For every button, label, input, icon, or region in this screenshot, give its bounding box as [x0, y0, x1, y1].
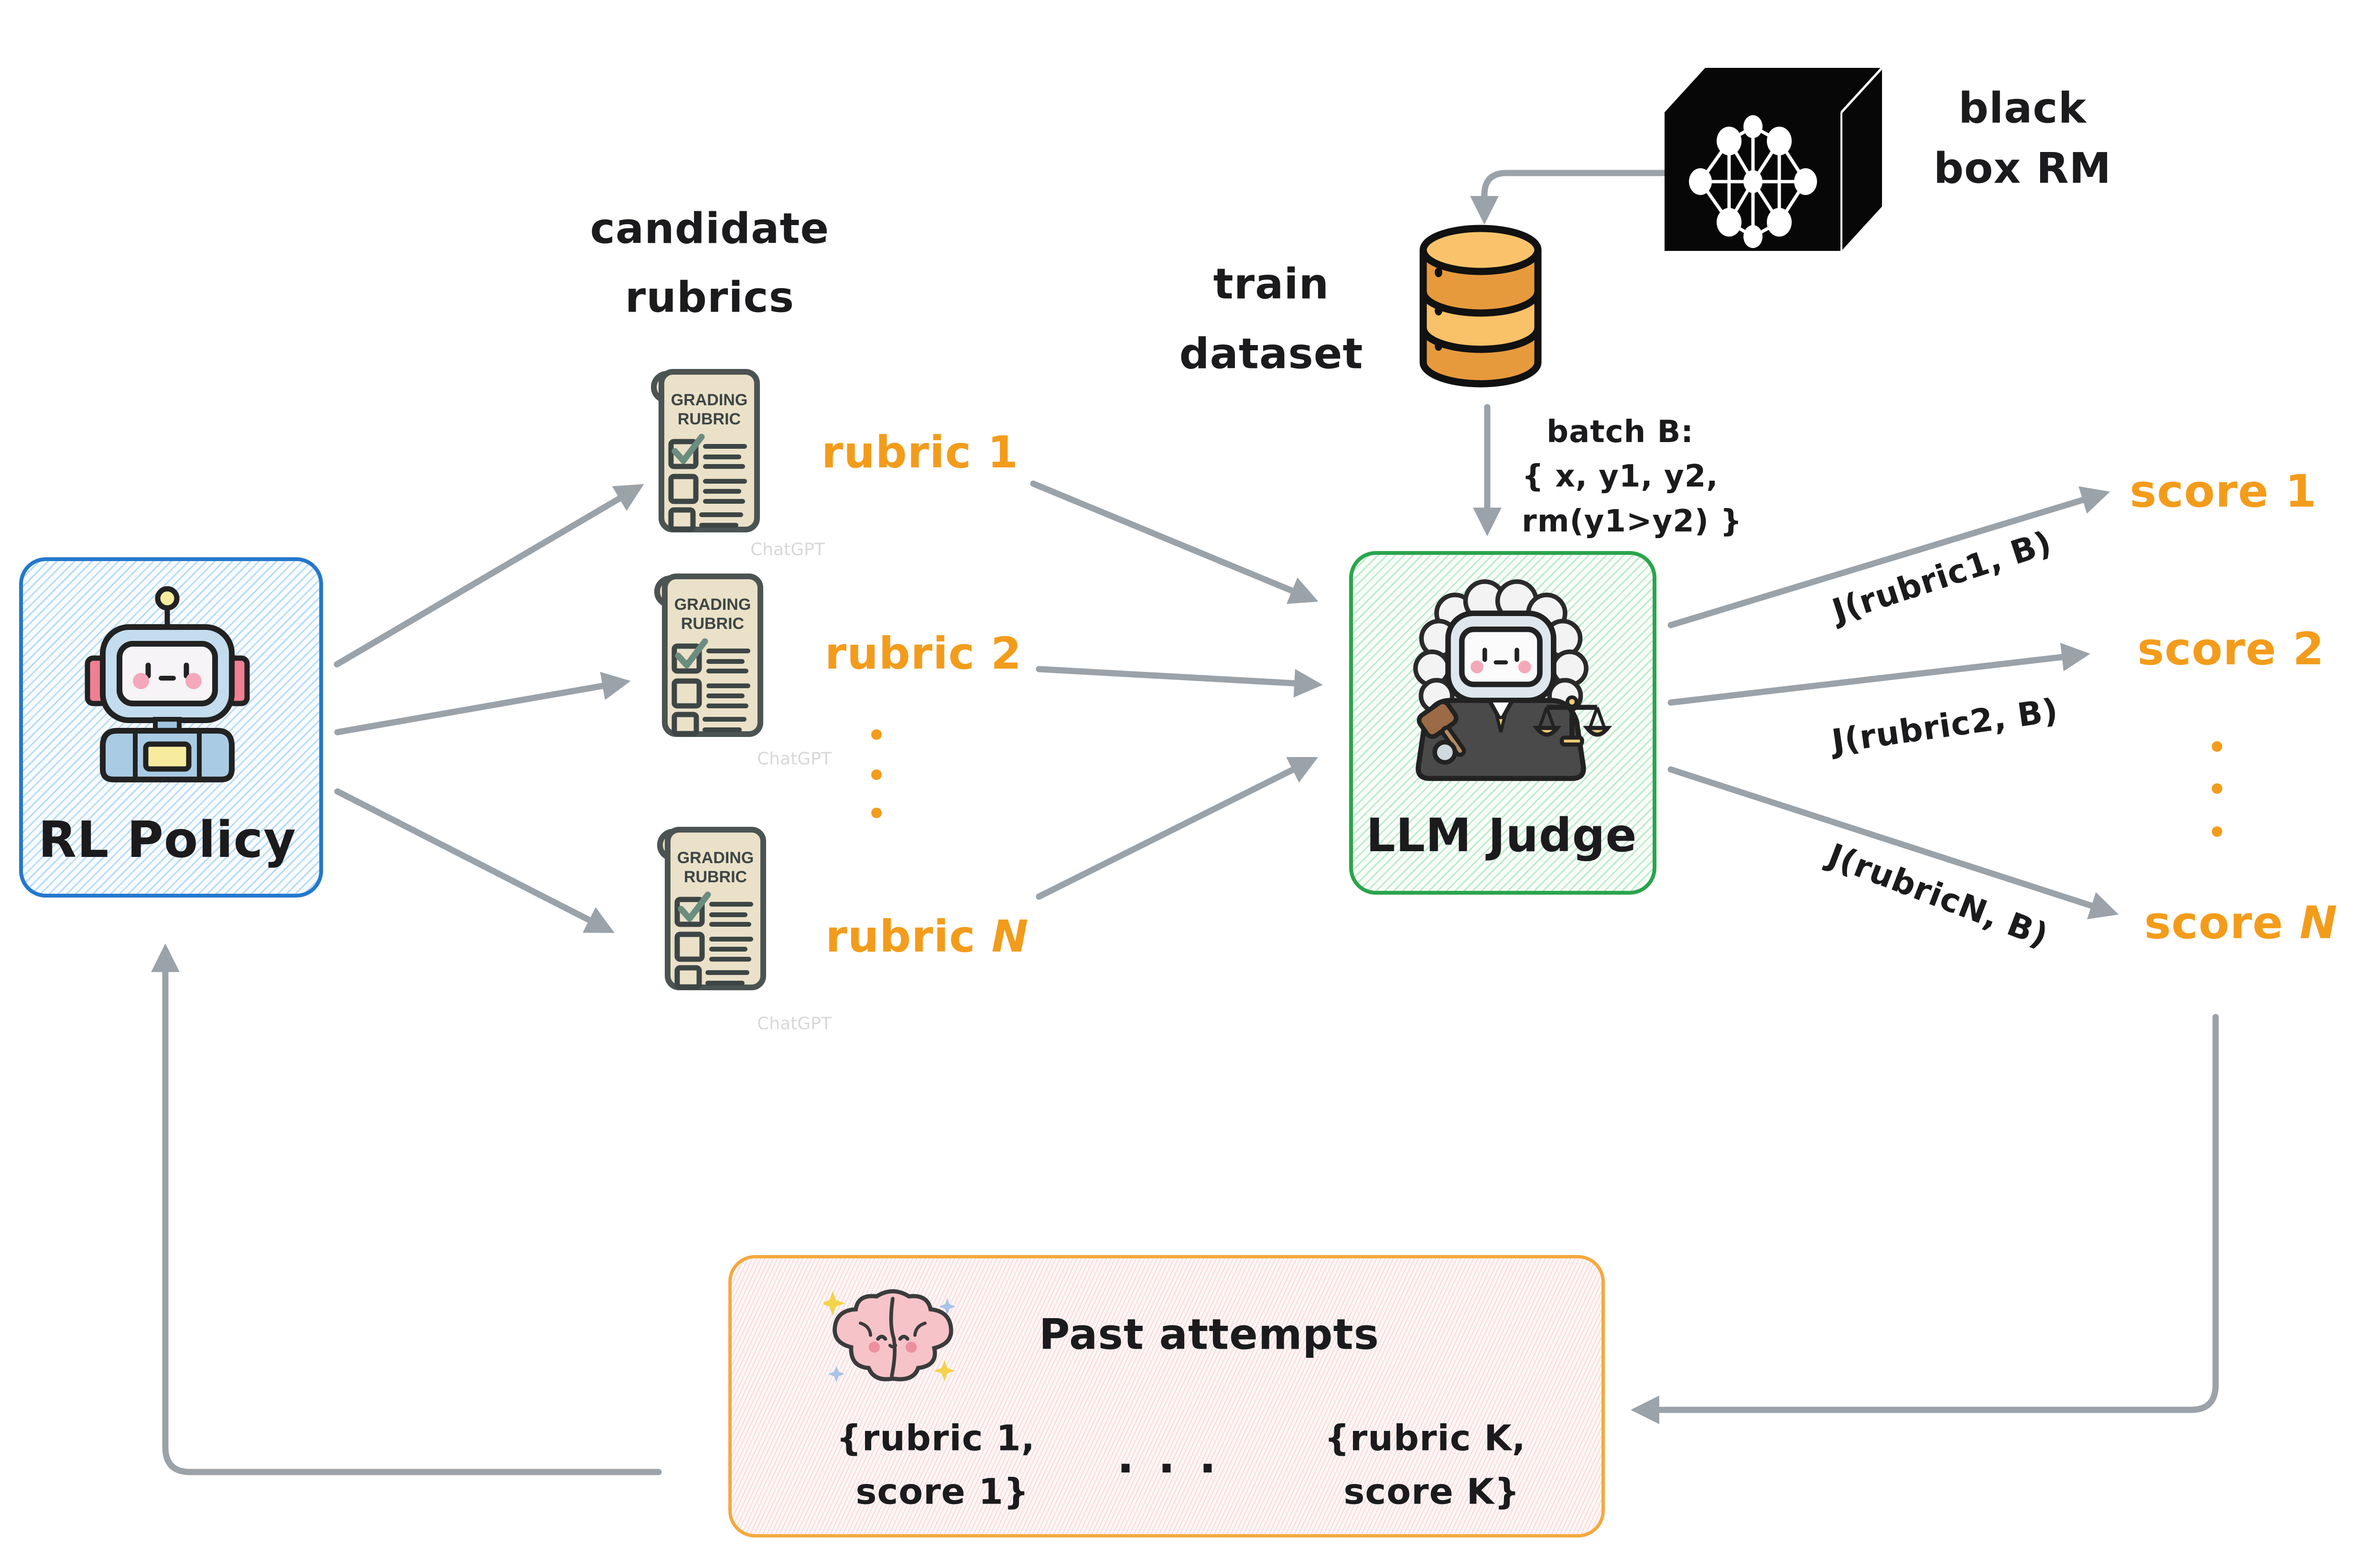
rubric-ellipsis-dot — [871, 808, 882, 818]
train-dataset-label-line2: dataset — [1179, 329, 1363, 379]
batch-label-line3: rm(y1>y2) } — [1522, 504, 1742, 540]
arrow-rl-to-rubricN — [334, 788, 615, 933]
grading-rubric-icon: GRADING RUBRIC — [654, 574, 763, 737]
batch-label-line1: batch B: — [1547, 414, 1694, 450]
train-dataset-label-line1: train — [1213, 259, 1330, 309]
candidate-rubrics-title-line1: candidate — [590, 204, 830, 253]
scales-glyph — [1532, 695, 1612, 747]
score-ellipsis-dot — [2212, 826, 2222, 837]
watermark: ChatGPT — [757, 1014, 832, 1034]
past-attempts-title: Past attempts — [1039, 1310, 1379, 1359]
sparkle-icon — [828, 1365, 845, 1383]
past-pair2-line2: score K} — [1343, 1471, 1520, 1513]
judge-robot-icon — [1413, 579, 1612, 781]
arrow-judge-to-score2 — [1667, 643, 2090, 706]
arrow-blackbox-to-dataset — [1470, 170, 1668, 225]
rubric-icon-header2: RUBRIC — [684, 868, 747, 886]
rubric-ellipsis-dot — [871, 729, 882, 740]
watermark: ChatGPT — [750, 540, 825, 560]
arrow-scoreN-to-past — [1631, 1014, 2219, 1424]
arrow-rubric2-to-judge — [1036, 666, 1323, 698]
rubric-icon-header1: GRADING — [671, 391, 748, 409]
robot-icon — [85, 586, 250, 782]
rubric-N-label: rubric N — [825, 911, 1029, 963]
score-ellipsis-dot — [2212, 741, 2222, 752]
past-pair2-line1: {rubric K, — [1324, 1418, 1526, 1459]
score-ellipsis-dot — [2212, 783, 2222, 794]
database-icon — [1419, 225, 1542, 388]
grading-rubric-icon: GRADING RUBRIC — [657, 827, 766, 990]
rubric-icon-header2: RUBRIC — [681, 615, 744, 633]
sparkle-icon — [939, 1298, 956, 1315]
score-1-label: score 1 — [2130, 465, 2317, 518]
batch-label-line2: { x, y1, y2, — [1522, 459, 1719, 495]
black-box-rm-icon — [1665, 67, 1883, 251]
rl-policy-label: RL Policy — [38, 811, 296, 869]
rubric-1-label: rubric 1 — [821, 427, 1019, 478]
past-attempts-box — [728, 1255, 1605, 1537]
sparkle-icon — [934, 1360, 955, 1382]
black-box-rm-label-line1: black — [1958, 83, 2087, 133]
past-ellipsis: . . . — [1116, 1429, 1221, 1483]
arrow-rubricN-to-judge — [1036, 757, 1319, 900]
brain-icon — [823, 1289, 956, 1383]
rubric-ellipsis-dot — [871, 769, 882, 780]
rubric-icon-header2: RUBRIC — [678, 410, 741, 428]
candidate-rubrics-title-line2: rubrics — [625, 272, 795, 322]
black-box-rm-label-line2: box RM — [1933, 143, 2112, 193]
rubric-icon-header1: GRADING — [677, 849, 754, 867]
grading-rubric-icon: GRADING RUBRIC — [651, 369, 760, 532]
arrow-rubric1-to-judge — [1030, 480, 1319, 604]
past-pair1-line2: score 1} — [855, 1471, 1029, 1513]
rubric-icon-header1: GRADING — [674, 595, 751, 614]
rubric-2-label: rubric 2 — [824, 628, 1022, 680]
arrow-past-to-rl — [151, 943, 662, 1475]
arrow-rl-to-rubric2 — [334, 671, 631, 736]
watermark: ChatGPT — [757, 749, 832, 769]
arrow-judge-to-scoreN — [1667, 766, 2119, 920]
past-pair1-line1: {rubric 1, — [836, 1418, 1035, 1459]
score-N-label: score N — [2144, 897, 2338, 949]
arrow-rl-to-rubric1 — [334, 484, 644, 668]
llm-judge-label: LLM Judge — [1366, 808, 1637, 862]
sparkle-icon — [823, 1290, 845, 1316]
arrow-judge-to-score1 — [1667, 486, 2110, 628]
score-2-label: score 2 — [2137, 623, 2325, 675]
